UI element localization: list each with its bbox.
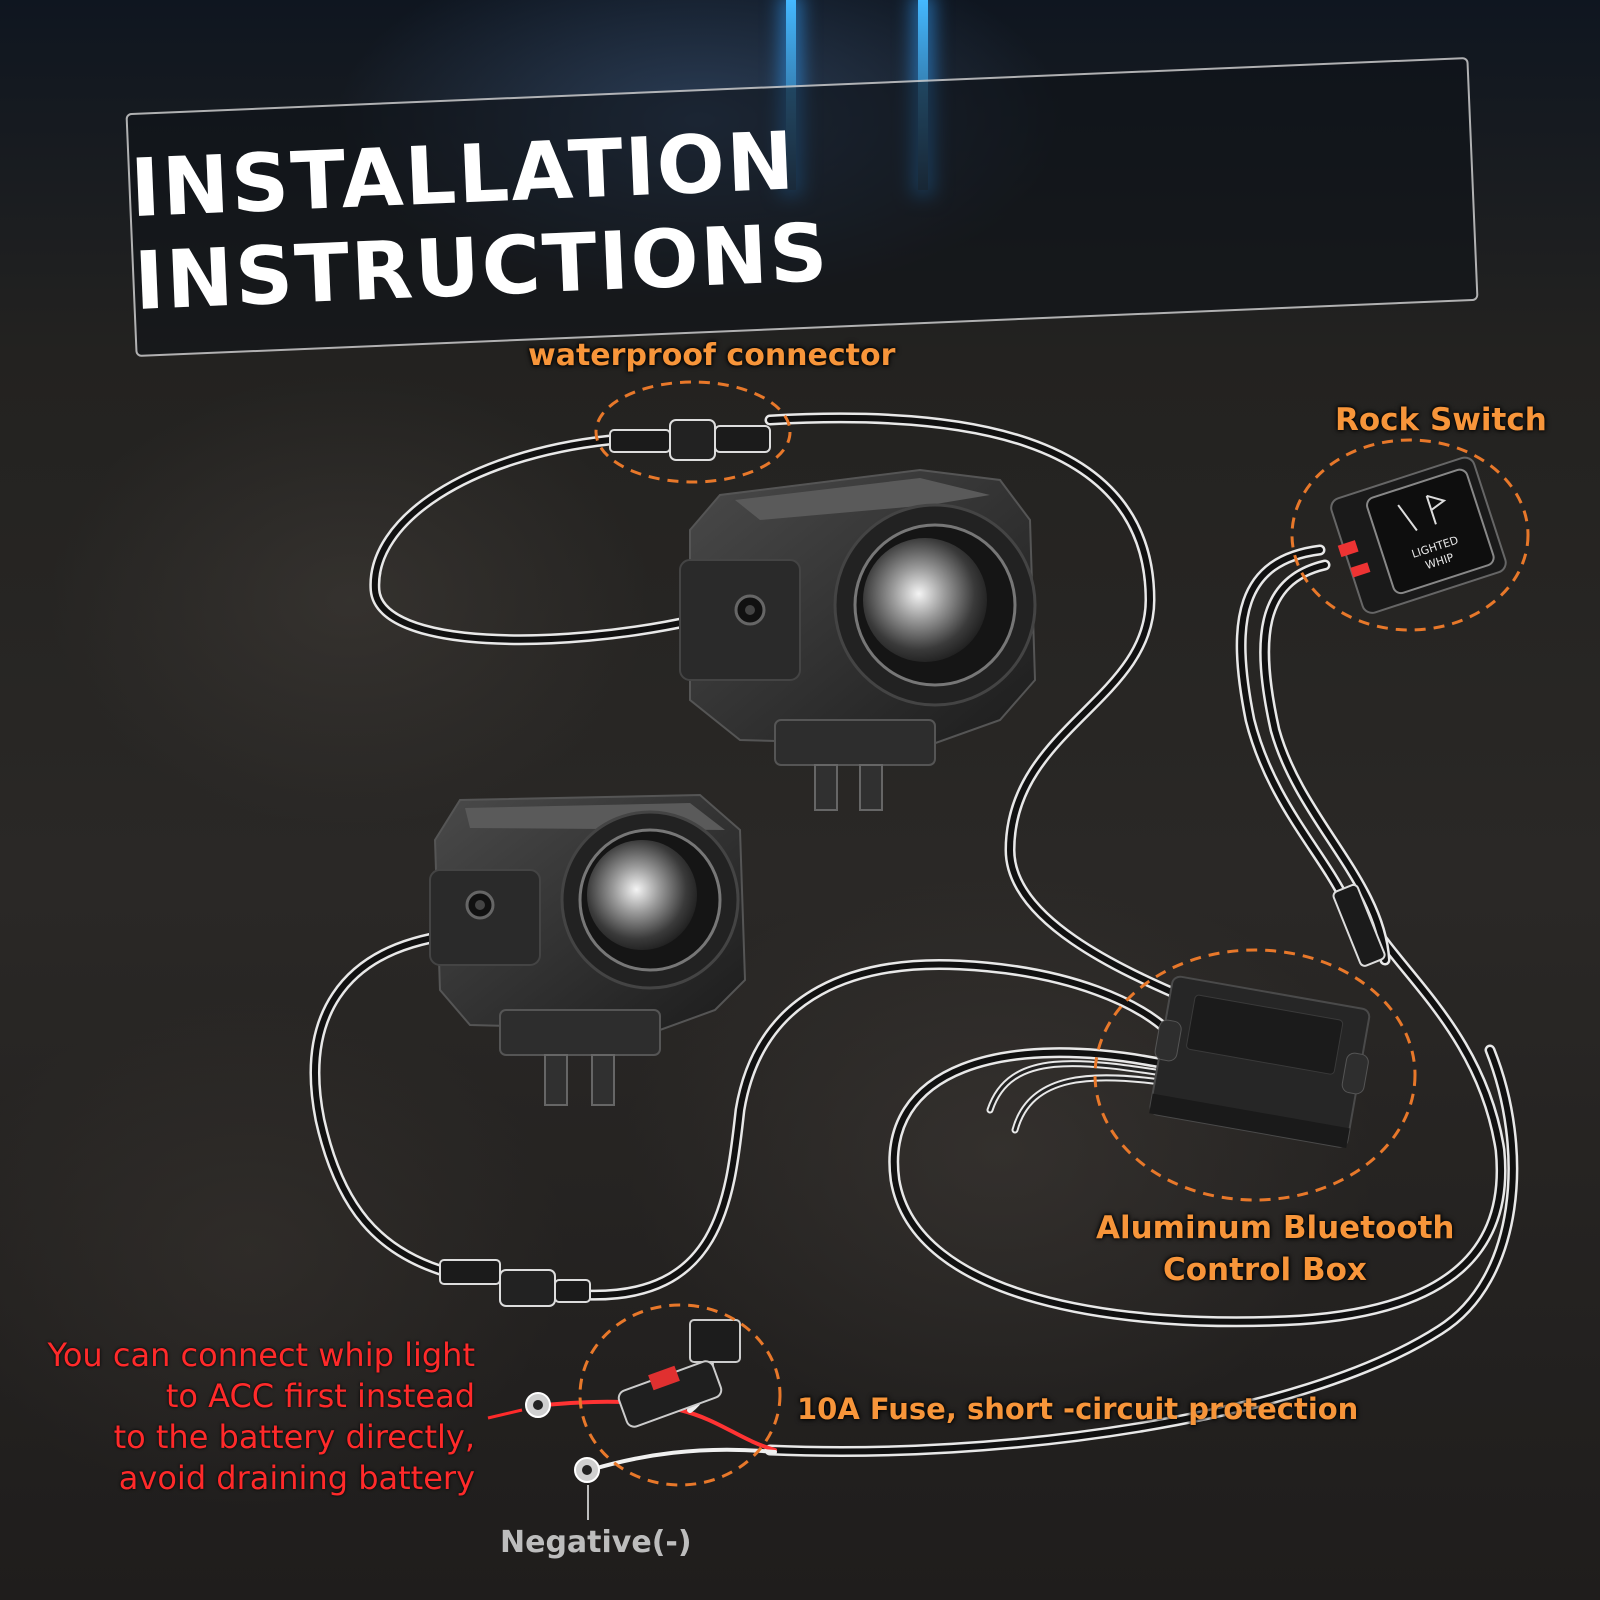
label-rock-switch: Rock Switch [1335, 402, 1547, 438]
acc-note-line-2: to ACC first instead [165, 1377, 475, 1415]
ring-terminal-positive [525, 1392, 551, 1418]
highlight-waterproof-connector [594, 380, 792, 484]
cable-box-to-battery [764, 894, 1519, 1457]
cable-upper-loop [369, 434, 701, 646]
label-fuse: 10A Fuse, short -circuit protection [797, 1392, 1359, 1426]
label-control-box-line2: Control Box [1163, 1252, 1367, 1288]
cable-lower-light [309, 929, 456, 1276]
inline-connector-switch [1332, 883, 1386, 967]
cable-loose-ends [986, 1060, 1184, 1134]
waterproof-connector-plug [609, 419, 771, 461]
label-control-box-line1: Aluminum Bluetooth [1096, 1210, 1455, 1246]
cable-s-curve [579, 959, 1191, 1301]
leader-line-acc [487, 1408, 523, 1420]
cable-switch [1235, 544, 1391, 966]
fuse-holder [617, 1319, 741, 1428]
led-pod-light-upper [679, 468, 1037, 811]
acc-note-line-4: avoid draining battery [118, 1459, 475, 1497]
highlight-control-box [1093, 948, 1417, 1202]
label-waterproof-connector: waterproof connector [528, 338, 896, 373]
bluetooth-control-box [1149, 975, 1371, 1149]
acc-note: You can connect whip light to ACC first … [15, 1335, 475, 1499]
label-negative: Negative(-) [500, 1525, 692, 1560]
ring-terminal-negative [574, 1457, 600, 1483]
acc-note-line-1: You can connect whip light [47, 1336, 475, 1374]
led-pod-light-lower [429, 793, 747, 1106]
highlight-fuse [578, 1303, 782, 1487]
inline-connector-lower [439, 1259, 591, 1307]
acc-note-line-3: to the battery directly, [113, 1418, 475, 1456]
cable-connector-to-box [764, 412, 1196, 1006]
rocker-switch: LIGHTED WHIP [1330, 456, 1507, 614]
highlight-rock-switch [1290, 438, 1530, 632]
